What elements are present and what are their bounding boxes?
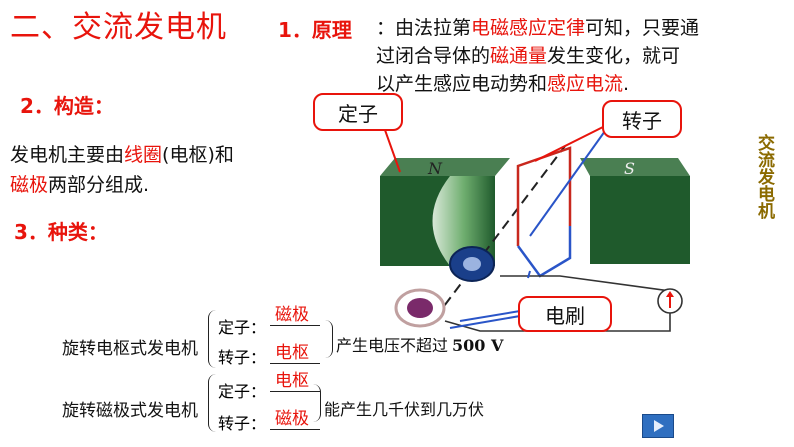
- row2-rotor-answer: 磁极: [275, 409, 309, 429]
- structure-text-1: 发电机主要由: [10, 144, 125, 166]
- row2-stator-blank: 电枢: [270, 366, 320, 392]
- brace-2-right: [310, 384, 321, 422]
- next-slide-button[interactable]: [642, 414, 674, 438]
- row1-stator-answer: 磁极: [275, 305, 309, 325]
- row2-stator-label: 定子：: [218, 382, 267, 401]
- row1-stator-label: 定子：: [218, 318, 267, 337]
- row1-rotor-underline: [270, 363, 320, 364]
- principle-label: 原理: [311, 18, 352, 42]
- row2-rotor-underline: [270, 429, 320, 430]
- principle-keyword-current: 感应电流: [547, 73, 624, 95]
- structure-heading: 2．构造：: [20, 94, 114, 118]
- row2-rotor-blank: 磁极: [270, 404, 320, 430]
- pole-s-label: S: [624, 159, 635, 178]
- brush-pointer-2: [449, 315, 521, 329]
- brush-pointer-1: [459, 310, 521, 322]
- rotor-pointer-1: [534, 125, 606, 162]
- play-right-icon: [654, 420, 664, 432]
- side-title: 交流发电机: [752, 134, 776, 224]
- ammeter-icon: [657, 288, 683, 314]
- row1-rotor-blank: 电枢: [270, 338, 320, 364]
- row2-rotor-label: 转子：: [218, 414, 267, 433]
- structure-keyword-pole: 磁极: [10, 174, 49, 196]
- side-title-text: 交流发电机: [754, 134, 774, 219]
- principle-keyword-law: 电磁感应定律: [471, 17, 586, 39]
- principle-text-3: 过闭合导体的: [376, 45, 491, 67]
- principle-text-6: .: [623, 73, 630, 95]
- page-title: 二、交流发电机: [10, 10, 227, 45]
- north-pole-magnet: [380, 158, 510, 266]
- row1-stator-underline: [270, 325, 320, 326]
- row1-desc-text: 产生电压不超过: [336, 336, 449, 355]
- row2-stator-underline: [270, 391, 320, 392]
- rotor-pointer-2: [529, 130, 606, 237]
- generator-diagram: N S: [379, 115, 690, 332]
- south-pole-magnet: [577, 158, 690, 264]
- row1-rotor-label: 转子：: [218, 348, 267, 367]
- structure-text-3: 两部分组成.: [48, 174, 150, 196]
- pole-n-label: N: [427, 159, 443, 178]
- principle-colon: ：: [376, 17, 396, 39]
- structure-text: 发电机主要由线圈(电枢)和 磁极两部分组成.: [10, 140, 234, 200]
- brace-1: [208, 310, 219, 368]
- blue-connector: [527, 270, 531, 279]
- row1-rotor-answer: 电枢: [275, 343, 309, 363]
- row2-stator-answer: 电枢: [275, 371, 309, 391]
- slip-ring-blue-hole: [463, 257, 481, 271]
- types-heading: 3．种类：: [14, 220, 108, 244]
- row2-desc: 能产生几千伏到几万伏: [324, 400, 485, 419]
- principle-text-5: 以产生感应电动势和: [376, 73, 548, 95]
- row1-stator-blank: 磁极: [270, 300, 320, 326]
- brace-1-right: [322, 320, 333, 358]
- principle-text-4: 发生变化，就可: [547, 45, 681, 67]
- principle-text-1: 由法拉第: [395, 17, 472, 39]
- principle-keyword-flux: 磁通量: [490, 45, 548, 67]
- rotor-callout: 转子: [602, 100, 682, 138]
- brush-callout: 电刷: [518, 296, 612, 332]
- brace-2: [208, 374, 219, 432]
- structure-keyword-coil: 线圈: [124, 144, 163, 166]
- row1-desc-value: 500 V: [452, 336, 504, 355]
- rotation-axis: [434, 145, 566, 319]
- principle-text: ：由法拉第电磁感应定律可知，只要通 过闭合导体的磁通量发生变化，就可 以产生感应…: [376, 14, 699, 98]
- rotating-pole-label: 旋转磁极式发电机: [62, 401, 198, 421]
- coil-blue-side: [516, 226, 572, 278]
- rotating-armature-label: 旋转电枢式发电机: [62, 339, 198, 359]
- slip-ring-purple-inner: [407, 298, 433, 318]
- stator-callout: 定子: [313, 93, 403, 131]
- principle-text-2: 可知，只要通: [585, 17, 700, 39]
- principle-heading: 1．原理: [278, 14, 352, 43]
- structure-text-2: (电枢)和: [162, 144, 234, 166]
- principle-number: 1．: [278, 18, 312, 42]
